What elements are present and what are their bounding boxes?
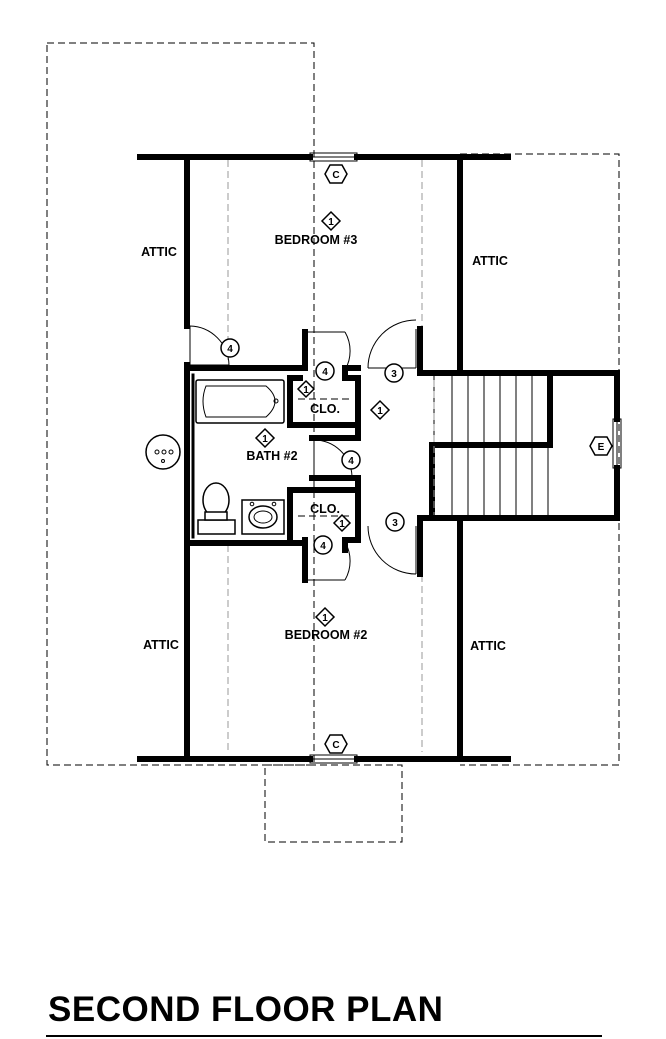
svg-text:3: 3: [392, 518, 398, 529]
svg-text:1: 1: [322, 613, 328, 624]
window-tag-top: C: [324, 164, 348, 184]
svg-text:1: 1: [262, 434, 268, 445]
roof-outline: [46, 42, 620, 843]
svg-text:4: 4: [322, 367, 328, 378]
svg-text:E: E: [598, 442, 605, 453]
label-bedroom3: BEDROOM #3: [275, 233, 358, 247]
stair-treads: [433, 376, 549, 515]
label-bedroom2: BEDROOM #2: [285, 628, 368, 642]
label-closet-lower: CLO.: [310, 502, 340, 516]
label-attic-lower-left: ATTIC: [143, 638, 179, 652]
door-tag-bedroom2: 3: [385, 512, 405, 532]
vanity-sink: [241, 499, 285, 535]
svg-text:C: C: [332, 740, 339, 751]
window-tag-east: E: [589, 436, 613, 456]
room-tag-bath: 1: [254, 427, 276, 449]
svg-text:4: 4: [348, 456, 354, 467]
svg-text:1: 1: [303, 385, 309, 396]
label-attic-upper-right: ATTIC: [472, 254, 508, 268]
room-tag-closet-lower: 1: [332, 513, 352, 533]
label-closet-upper: CLO.: [310, 402, 340, 416]
label-bath2: BATH #2: [246, 449, 297, 463]
svg-text:3: 3: [391, 369, 397, 380]
window-tag-bottom: C: [324, 734, 348, 754]
svg-text:1: 1: [377, 406, 383, 417]
door-tag-bedroom3: 3: [384, 363, 404, 383]
svg-text:4: 4: [320, 541, 326, 552]
interior-walls: [184, 329, 553, 583]
room-tag-bedroom2: 1: [314, 606, 336, 628]
title-underline: [46, 1035, 602, 1037]
door-closet-upper: [305, 331, 351, 371]
door-tag-closet-lower: 4: [313, 535, 333, 555]
exterior-unit-icon: [145, 434, 181, 470]
svg-text:C: C: [332, 170, 339, 181]
svg-text:1: 1: [339, 519, 345, 530]
toilet: [197, 482, 236, 535]
door-attic: [189, 325, 230, 366]
bathtub: [195, 379, 285, 424]
door-bedroom2: [367, 525, 417, 575]
svg-text:4: 4: [227, 344, 233, 355]
door-tag-closet-upper: 4: [315, 361, 335, 381]
windows: [309, 152, 622, 764]
label-attic-upper-left: ATTIC: [141, 245, 177, 259]
door-bedroom3: [367, 319, 417, 369]
door-closet-lower: [305, 541, 351, 581]
door-tag-bath: 4: [341, 450, 361, 470]
label-attic-lower-right: ATTIC: [470, 639, 506, 653]
svg-text:1: 1: [328, 217, 334, 228]
room-tag-hall: 1: [369, 399, 391, 421]
door-tag-attic: 4: [220, 338, 240, 358]
room-tag-bedroom3: 1: [320, 210, 342, 232]
room-tag-closet-upper: 1: [296, 379, 316, 399]
exterior-walls: [137, 154, 620, 762]
plan-title: SECOND FLOOR PLAN: [48, 990, 444, 1029]
